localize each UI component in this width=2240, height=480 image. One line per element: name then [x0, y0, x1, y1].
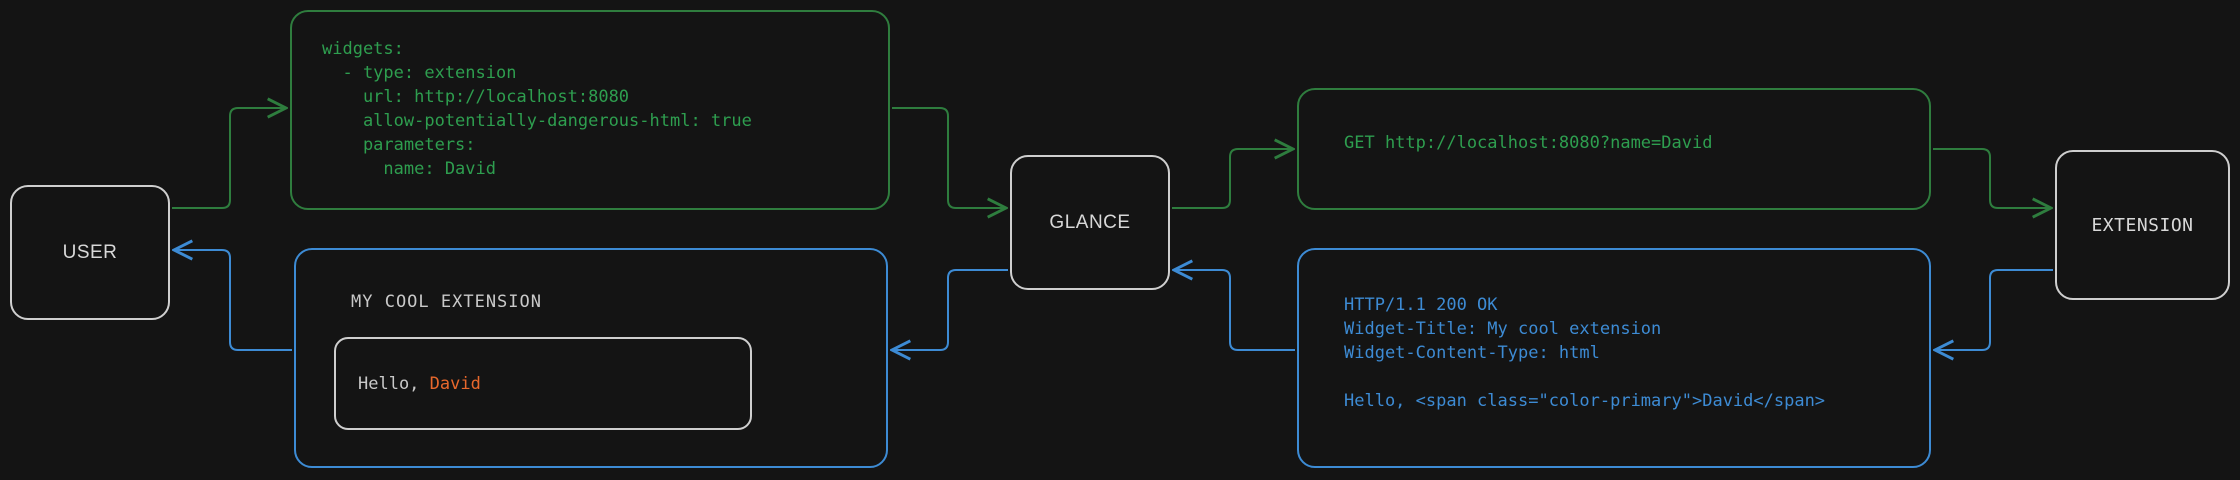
wire-widget-to-user — [174, 250, 292, 351]
get-request-text: GET http://localhost:8080?name=David — [1344, 133, 1713, 153]
node-glance-label: GLANCE — [1049, 211, 1131, 233]
widget-greeting-prefix: Hello, — [358, 373, 430, 394]
node-extension-label: EXTENSION — [2091, 214, 2194, 236]
widget-greeting-name: David — [429, 373, 481, 394]
widget-content-panel: Hello, David — [334, 337, 752, 430]
node-user-label: USER — [62, 241, 118, 263]
wire-yaml-to-glance — [892, 107, 1006, 208]
http-response-box: HTTP/1.1 200 OK Widget-Title: My cool ex… — [1297, 248, 1931, 468]
get-request-box: GET http://localhost:8080?name=David — [1297, 88, 1931, 210]
wire-response-to-glance — [1174, 270, 1295, 351]
widget-title: MY COOL EXTENSION — [351, 292, 542, 312]
node-glance[interactable]: GLANCE — [1010, 155, 1170, 290]
widget-greeting: Hello, David — [336, 374, 481, 394]
yaml-config-text: widgets: - type: extension url: http://l… — [322, 39, 752, 179]
wire-glance-to-get — [1172, 149, 1293, 209]
node-user[interactable]: USER — [10, 185, 170, 320]
node-extension[interactable]: EXTENSION — [2055, 150, 2230, 300]
rendered-widget-box: MY COOL EXTENSION Hello, David — [294, 248, 888, 468]
wire-glance-to-widget — [892, 269, 1008, 350]
wire-get-to-extension — [1933, 148, 2051, 208]
wire-user-to-yaml — [172, 108, 286, 209]
yaml-config-box: widgets: - type: extension url: http://l… — [290, 10, 890, 210]
wire-extension-to-response — [1935, 269, 2053, 350]
http-response-text: HTTP/1.1 200 OK Widget-Title: My cool ex… — [1344, 295, 1826, 411]
